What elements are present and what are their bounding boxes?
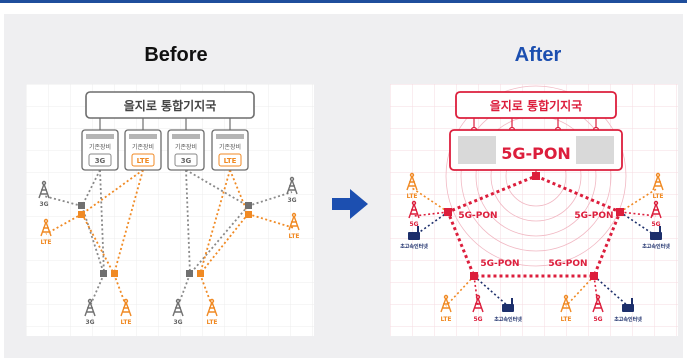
after-diagram: 을지로 통합기지국 5G-PON 5G-PON 5G-PON 5G-PON 5G… <box>390 84 678 336</box>
device-label: 초고속인터넷 <box>494 316 522 323</box>
pon-label: 5G-PON <box>501 144 571 163</box>
link-3g <box>43 169 105 275</box>
tower-icon <box>472 294 484 313</box>
tower-icon <box>408 200 420 219</box>
tower-icon <box>40 218 52 237</box>
tower-label: LTE <box>440 316 451 323</box>
link-3g <box>185 169 293 275</box>
tower-icon <box>84 298 96 317</box>
tower-label: LTE <box>560 316 571 323</box>
tower-icon <box>38 180 50 199</box>
tower-label: 5G <box>409 221 418 228</box>
tower-icon <box>172 298 184 317</box>
after-title: After <box>514 44 562 66</box>
equipment-tech: LTE <box>137 157 150 165</box>
ring-node-label: 5G-PON <box>480 259 519 269</box>
tower-label: LTE <box>120 319 131 326</box>
tower-label: 5G <box>473 316 482 323</box>
equipment-label: 기존장비 <box>132 143 154 151</box>
ring-node-label: 5G-PON <box>458 211 497 221</box>
tower-label: 3G <box>173 319 182 326</box>
tower-icon <box>206 298 218 317</box>
tower-label: 3G <box>287 197 296 204</box>
router-icon <box>408 226 420 240</box>
link-lte <box>45 169 144 275</box>
tower-label: 3G <box>85 319 94 326</box>
tower-icon <box>120 298 132 317</box>
tower-icon <box>652 172 664 191</box>
router-icon <box>650 226 662 240</box>
tower-label: LTE <box>406 193 417 200</box>
device-label: 초고속인터넷 <box>400 243 428 250</box>
router-icon <box>622 298 634 312</box>
before-title: Before <box>144 44 208 66</box>
router-icon <box>502 298 514 312</box>
tower-icon <box>592 294 604 313</box>
station-label: 을지로 통합기지국 <box>490 98 583 113</box>
tower-label: 5G <box>651 221 660 228</box>
tower-label: 3G <box>39 201 48 208</box>
device-label: 초고속인터넷 <box>642 243 670 250</box>
tower-label: LTE <box>652 193 663 200</box>
tower-icon <box>560 294 572 313</box>
tower-icon <box>286 176 298 195</box>
tower-icon <box>288 212 300 231</box>
tower-icon <box>406 172 418 191</box>
equipment-group: 기존장비 기존장비 기존장비 기존장비 3G LTE 3G LTE <box>81 129 249 171</box>
equipment-tech: 3G <box>181 157 192 165</box>
tower-label: LTE <box>206 319 217 326</box>
ring-node-label: 5G-PON <box>574 211 613 221</box>
tower-label: LTE <box>40 239 51 246</box>
tower-label: LTE <box>288 233 299 240</box>
equipment-label: 기존장비 <box>175 143 197 151</box>
device-label: 초고속인터넷 <box>614 316 642 323</box>
link-5g <box>413 211 657 307</box>
ring-node-label: 5G-PON <box>548 259 587 269</box>
before-diagram: 을지로 통합기지국 기존장비 기존장비 기존장비 기존장비 3G LTE 3G … <box>26 84 314 336</box>
link-lte <box>199 169 295 275</box>
station-box <box>85 91 255 119</box>
station-box <box>455 91 617 119</box>
ring-nodes <box>444 172 624 280</box>
equipment-tech: LTE <box>224 157 237 165</box>
grid-background <box>390 84 678 336</box>
junction-nodes <box>78 202 252 277</box>
equipment-label: 기존장비 <box>89 143 111 151</box>
grid-background <box>26 84 314 336</box>
arrow-right-icon <box>332 189 368 219</box>
tower-icon <box>440 294 452 313</box>
equipment-label: 기존장비 <box>219 143 241 151</box>
tower-icon <box>650 200 662 219</box>
top-accent-line <box>0 0 687 3</box>
equipment-tech: 3G <box>95 157 106 165</box>
station-label: 을지로 통합기지국 <box>124 98 217 113</box>
tower-label: 5G <box>593 316 602 323</box>
